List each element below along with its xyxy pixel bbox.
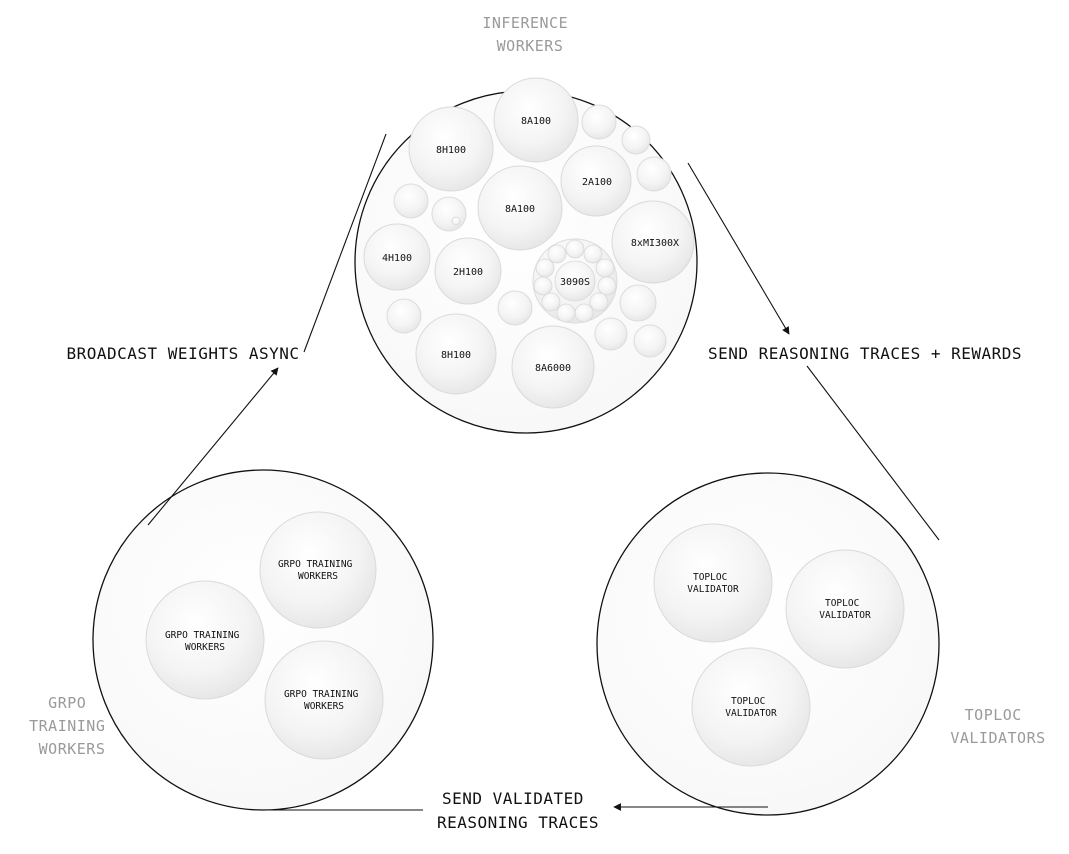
inference-node-labels: 8A100 8H100 2A100 8A100 8xMI300X 4H100 2… [382,116,679,374]
inference-nodes [363,77,695,409]
node-bubble [477,165,563,251]
node-bubble [408,106,494,192]
node-bubble [493,77,579,163]
node-label: 8H100 [441,350,471,361]
node-label: 8A6000 [535,363,571,374]
node-label: 3090S [560,277,590,288]
inference-workers-group: 8A100 8H100 2A100 8A100 8xMI300X 4H100 2… [354,14,698,434]
node-bubble [560,145,632,217]
node-bubble [511,325,595,409]
training-worker-bubble [264,640,384,760]
training-worker-label: GRPO TRAINING WORKERS [165,630,245,653]
training-worker-label: GRPO TRAINING WORKERS [284,689,364,712]
traces-arrow [687,162,790,335]
validator-label: TOPLOC VALIDATOR [819,598,871,621]
node-label: 8A100 [505,204,535,215]
traces-connector [806,365,940,541]
node-label: 2H100 [453,267,483,278]
node-bubble [434,237,502,305]
validator-bubble [785,549,905,669]
node-label: 8H100 [436,145,466,156]
small-node-bubbles [386,104,672,358]
training-worker-bubble [259,511,377,629]
validator-label: TOPLOC VALIDATOR [725,696,777,719]
validator-bubble [653,523,773,643]
node-bubble [611,200,695,284]
broadcast-arrow [147,367,279,526]
node-bubble [363,223,431,291]
training-worker-label: GRPO TRAINING WORKERS [278,559,358,582]
node-3090s-cluster [532,238,618,324]
training-workers-title: GRPO TRAINING WORKERS [29,694,115,758]
send-validated-label: SEND VALIDATED REASONING TRACES [437,789,599,832]
inference-workers-title: INFERENCE WORKERS [482,14,577,55]
node-label: 4H100 [382,253,412,264]
node-label: 8A100 [521,116,551,127]
validators-group: TOPLOC VALIDATOR TOPLOC VALIDATOR TOPLOC… [596,472,1045,816]
node-bubble [415,313,497,395]
validator-label: TOPLOC VALIDATOR [687,572,739,595]
training-worker-bubble [145,580,265,700]
training-workers-group: GRPO TRAINING WORKERS GRPO TRAINING WORK… [29,469,434,811]
validators-title: TOPLOC VALIDATORS [950,706,1045,747]
node-label: 8xMI300X [631,238,679,249]
broadcast-connector [303,133,387,353]
validator-bubble [691,647,811,767]
broadcast-weights-label: BROADCAST WEIGHTS ASYNC [66,344,299,363]
node-label: 2A100 [582,177,612,188]
connectors [147,133,940,811]
send-traces-label: SEND REASONING TRACES + REWARDS [708,344,1022,363]
